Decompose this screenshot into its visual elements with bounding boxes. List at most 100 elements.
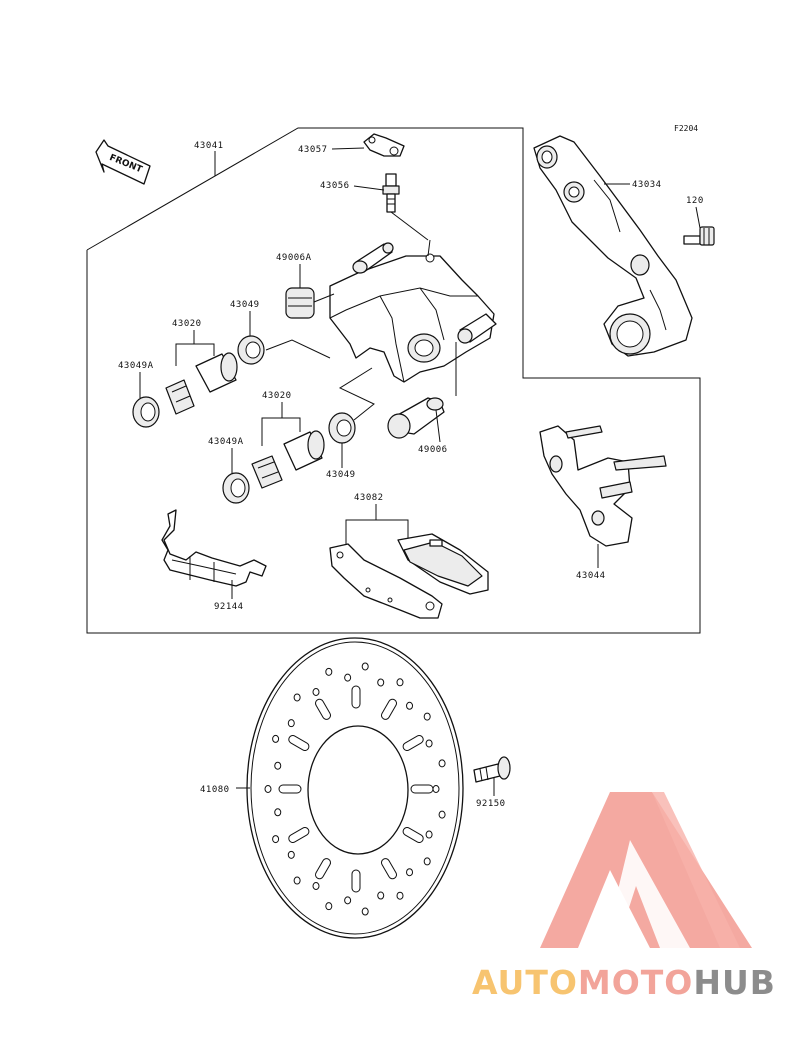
- piston-43020-bottom: [283, 430, 325, 471]
- label-43034: 43034: [632, 180, 662, 190]
- label-43020-top: 43020: [172, 319, 202, 329]
- disc-hole: [312, 881, 320, 890]
- disc-hole: [438, 759, 446, 768]
- disc-slot: [381, 698, 397, 720]
- diagram-code: F2204: [674, 124, 698, 133]
- watermark-hub: HUB: [693, 963, 776, 1002]
- disc-hole: [274, 761, 282, 770]
- piston-insulator-bottom: [251, 455, 283, 489]
- piston-43020-top: [195, 352, 238, 393]
- disc-slot: [381, 858, 397, 880]
- disc-hole: [293, 693, 301, 702]
- piston-insulator-top: [165, 379, 195, 415]
- disc-hole: [272, 835, 280, 844]
- label-49006A: 49006A: [276, 253, 312, 263]
- disc-hole: [325, 902, 333, 911]
- disc-hole: [287, 719, 295, 728]
- pad-spring-43044: [539, 425, 667, 547]
- disc-hole: [406, 701, 414, 710]
- slide-pin-49006: [387, 397, 445, 439]
- bolt-120: [683, 226, 715, 246]
- disc-hole: [287, 850, 295, 859]
- label-43044: 43044: [576, 571, 606, 581]
- disc-hole: [438, 810, 446, 819]
- disc-hole: [325, 667, 333, 676]
- disc-slot: [410, 784, 434, 794]
- leader-43020-bottom: [261, 417, 301, 446]
- label-120: 120: [686, 196, 704, 206]
- label-92144: 92144: [214, 602, 244, 612]
- disc-hole: [396, 678, 404, 687]
- disc-bolt-92150: [473, 756, 511, 783]
- caliper-bracket-43034: [533, 135, 693, 357]
- automotohub-logo-icon: [540, 792, 752, 948]
- leader-43056: [353, 185, 385, 191]
- leader-43057: [331, 147, 365, 150]
- watermark-auto: AUTO: [472, 963, 578, 1002]
- pad-spring-92144: [161, 509, 267, 587]
- disc-hole: [264, 785, 272, 793]
- leader-120: [695, 206, 701, 229]
- disc-hole: [377, 891, 385, 900]
- front-direction-arrow: FRONT: [95, 139, 151, 185]
- watermark-brand: AUTOMOTOHUB: [472, 963, 776, 1002]
- dust-seal-43049A-bottom: [222, 472, 250, 504]
- label-43041: 43041: [194, 141, 224, 151]
- leader-caliper-top: [427, 239, 431, 257]
- leader-49006: [435, 409, 441, 443]
- leader-43082: [345, 519, 409, 546]
- disc-hole: [272, 734, 280, 743]
- label-41080: 41080: [200, 785, 230, 795]
- piston-seal-43049-bottom: [328, 412, 356, 444]
- label-43057: 43057: [298, 145, 328, 155]
- brake-disc-41080: [246, 637, 464, 939]
- disc-hole: [274, 808, 282, 817]
- disc-slot: [315, 698, 331, 720]
- leader-49006A-to-caliper: [313, 293, 335, 303]
- disc-slot: [351, 869, 361, 893]
- piston-seal-43049-top: [237, 335, 265, 365]
- caliper-body: [329, 242, 497, 383]
- leader-43049-top-to-caliper: [265, 339, 331, 359]
- dust-seal-43049A-top: [132, 396, 160, 428]
- disc-hole: [344, 896, 352, 905]
- bleeder-cap-43057: [363, 133, 405, 157]
- disc-hole: [344, 673, 352, 682]
- disc-hole: [377, 678, 385, 687]
- label-43056: 43056: [320, 181, 350, 191]
- disc-slot: [402, 735, 424, 751]
- disc-slot: [315, 858, 331, 880]
- label-43049A-bottom: 43049A: [208, 437, 244, 447]
- leader-43056-to-caliper: [390, 211, 429, 241]
- disc-hole: [361, 662, 369, 671]
- disc-hole: [312, 688, 320, 697]
- disc-hole: [423, 712, 431, 721]
- disc-hole: [406, 868, 414, 877]
- label-43020-bottom: 43020: [262, 391, 292, 401]
- brake-pad-rear: [329, 543, 443, 619]
- disc-hole: [396, 891, 404, 900]
- label-92150: 92150: [476, 799, 506, 809]
- leader-43020-top: [175, 343, 215, 366]
- disc-hole: [425, 830, 433, 839]
- label-43049A-top: 43049A: [118, 361, 154, 371]
- disc-hole: [425, 739, 433, 748]
- disc-slot: [351, 685, 361, 709]
- disc-slot: [288, 735, 310, 751]
- label-49006: 49006: [418, 445, 448, 455]
- bleeder-valve-43056: [382, 173, 400, 213]
- disc-slot: [402, 827, 424, 843]
- disc-hole: [423, 857, 431, 866]
- pin-boot-49006A: [285, 287, 315, 319]
- disc-hole: [361, 907, 369, 916]
- label-43082: 43082: [354, 493, 384, 503]
- caliper-assembly-frame: [86, 127, 701, 634]
- label-43049-bottom: 43049: [326, 470, 356, 480]
- label-43049-top: 43049: [230, 300, 260, 310]
- brake-pad-front: [397, 533, 489, 595]
- disc-slot: [278, 784, 302, 794]
- disc-slot: [288, 827, 310, 843]
- disc-hole: [293, 876, 301, 885]
- leader-43049-bottom-to-caliper: [338, 367, 375, 421]
